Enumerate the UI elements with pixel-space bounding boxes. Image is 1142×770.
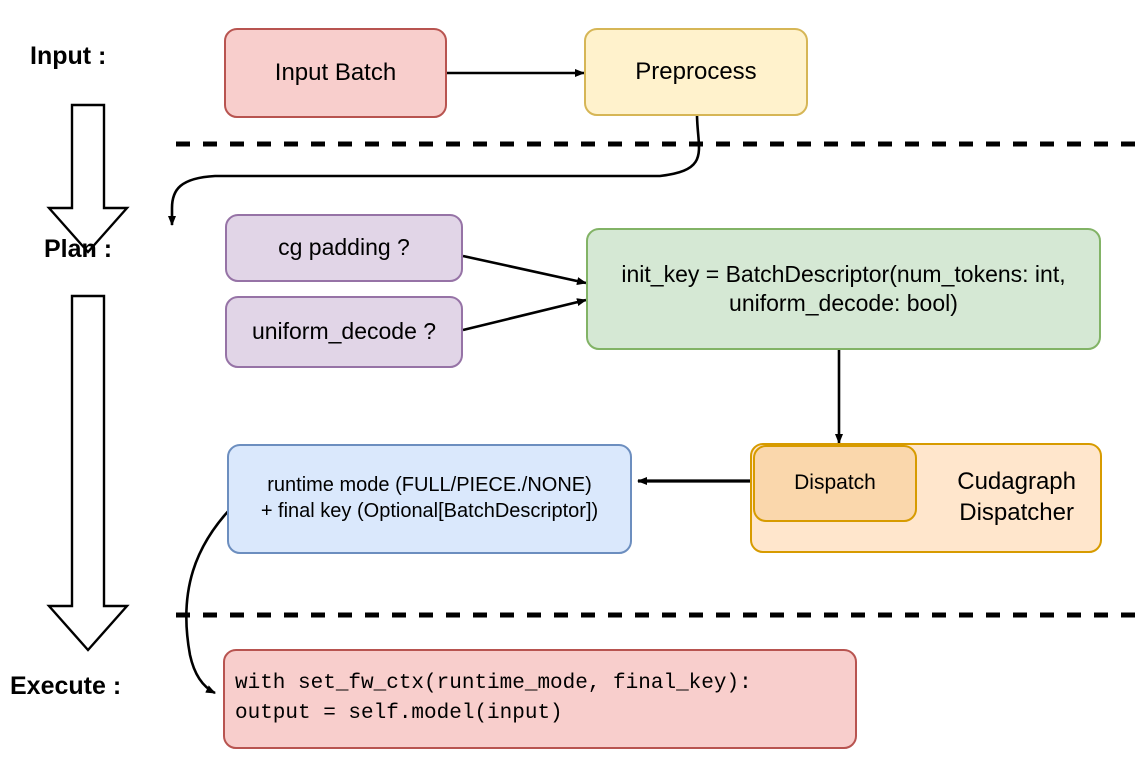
node-runtime-mode[interactable]: runtime mode (FULL/PIECE./NONE) + final …	[227, 444, 632, 554]
stage-label-execute: Execute :	[10, 672, 122, 700]
plan-to-execute-block-arrow	[46, 294, 130, 652]
node-preprocess-label: Preprocess	[635, 57, 757, 85]
arrow-preprocess-to-cg-padding	[168, 113, 701, 226]
node-dispatch[interactable]: Dispatch	[753, 445, 917, 522]
input-to-plan-block-arrow	[46, 103, 130, 254]
node-runtime-mode-label: runtime mode (FULL/PIECE./NONE) + final …	[260, 474, 599, 522]
node-uniform-decode-label: uniform_decode ?	[251, 318, 437, 345]
node-preprocess[interactable]: Preprocess	[584, 28, 808, 116]
node-input-batch[interactable]: Input Batch	[224, 28, 447, 118]
node-execute-code[interactable]: with set_fw_ctx(runtime_mode, final_key)…	[223, 649, 857, 749]
node-cg-padding[interactable]: cg padding ?	[225, 214, 463, 282]
node-cudagraph-dispatcher-label: Cudagraph Dispatcher	[957, 468, 1076, 526]
node-cg-padding-label: cg padding ?	[278, 234, 410, 261]
node-uniform-decode[interactable]: uniform_decode ?	[225, 296, 463, 368]
arrow-uniform-decode-to-init-key	[462, 298, 587, 332]
node-cudagraph-dispatcher[interactable]: Cudagraph Dispatcher	[750, 443, 1102, 553]
node-dispatch-label: Dispatch	[794, 471, 876, 495]
node-init-key-label: init_key = BatchDescriptor(num_tokens: i…	[621, 260, 1066, 316]
node-init-key[interactable]: init_key = BatchDescriptor(num_tokens: i…	[586, 228, 1101, 350]
arrow-cg-padding-to-init-key	[462, 254, 587, 285]
stage-label-plan: Plan :	[44, 235, 113, 263]
stage-label-input: Input :	[30, 42, 107, 70]
node-input-batch-label: Input Batch	[274, 58, 397, 86]
node-execute-code-label: with set_fw_ctx(runtime_mode, final_key)…	[235, 671, 752, 725]
